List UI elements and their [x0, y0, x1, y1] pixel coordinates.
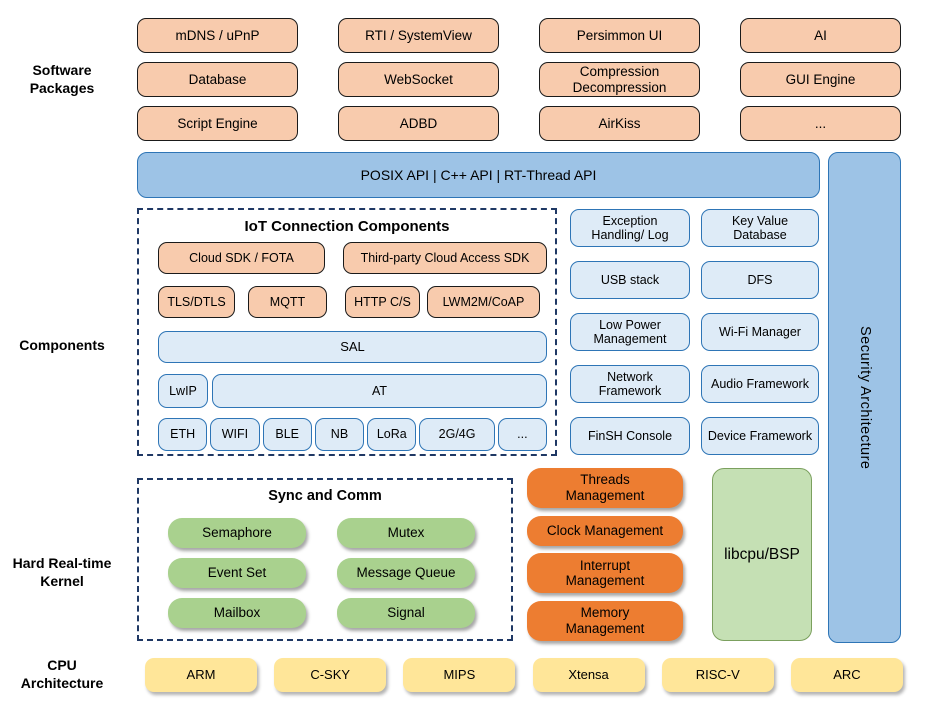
box-semaphore: Semaphore [168, 518, 306, 548]
label-cpu-architecture: CPU Architecture [20, 657, 104, 691]
box-lwip: LwIP [158, 374, 208, 408]
box-eth: ETH [158, 418, 208, 451]
box-airkiss: AirKiss [539, 106, 700, 141]
box-nb: NB [314, 418, 365, 451]
box-at: AT [212, 374, 547, 408]
box-third-party-cloud-sdk: Third-party Cloud Access SDK [343, 242, 547, 274]
sync-and-comm-box: Sync and Comm Semaphore Mutex Event Set … [137, 478, 513, 641]
box-persimmon-ui: Persimmon UI [539, 18, 700, 53]
box-interrupt-management: Interrupt Management [527, 553, 683, 594]
box-database: Database [137, 62, 298, 97]
box-threads-management: Threads Management [527, 468, 683, 508]
box-network-framework: Network Framework [570, 365, 690, 403]
box-ai: AI [740, 18, 901, 53]
label-software-packages: Software Packages [29, 62, 95, 96]
box-risc-v: RISC-V [661, 658, 774, 692]
box-event-set: Event Set [168, 558, 306, 588]
box-compression-decompression: Compression Decompression [539, 62, 700, 97]
box-signal: Signal [337, 598, 475, 628]
iot-row-at: LwIP AT [158, 374, 547, 408]
box-low-power-management: Low Power Management [570, 313, 690, 351]
box-mailbox: Mailbox [168, 598, 306, 628]
security-architecture-label: Security Architecture [856, 325, 873, 470]
box-adbd: ADBD [338, 106, 499, 141]
kernel-management-stack: Threads Management Clock Management Inte… [527, 468, 683, 641]
label-components: Components [19, 337, 105, 353]
iot-row-links: ETH WIFI BLE NB LoRa 2G/4G ... [158, 418, 547, 451]
box-exception-handling-log: Exception Handling/ Log [570, 209, 690, 247]
box-usb-stack: USB stack [570, 261, 690, 299]
box-device-framework: Device Framework [701, 417, 819, 455]
box-ble: BLE [262, 418, 312, 451]
box-arm: ARM [145, 658, 257, 692]
box-c-sky: C-SKY [274, 658, 387, 692]
box-wifi-manager: Wi-Fi Manager [701, 313, 819, 351]
box-lora: LoRa [367, 418, 417, 451]
box-more-packages: ... [740, 106, 901, 141]
box-sal: SAL [158, 331, 547, 363]
box-clock-management: Clock Management [527, 515, 683, 546]
box-mdns-upnp: mDNS / uPnP [137, 18, 298, 53]
cpu-architecture-row: ARM C-SKY MIPS Xtensa RISC-V ARC [145, 658, 903, 692]
box-cloud-sdk-fota: Cloud SDK / FOTA [158, 242, 325, 274]
sync-and-comm-title: Sync and Comm [268, 488, 382, 504]
label-hard-realtime-kernel: Hard Real-time Kernel [12, 555, 112, 589]
iot-row-cloud: Cloud SDK / FOTA Third-party Cloud Acces… [158, 242, 555, 274]
box-lwm2m-coap: LWM2M/CoAP [427, 286, 540, 318]
iot-connection-components-title: IoT Connection Components [244, 218, 450, 235]
box-finsh-console: FinSH Console [570, 417, 690, 455]
box-rti-systemview: RTI / SystemView [338, 18, 499, 53]
box-mutex: Mutex [337, 518, 475, 548]
box-more-links: ... [497, 418, 547, 451]
box-libcpu-bsp: libcpu/BSP [712, 468, 812, 641]
iot-row-protocols: TLS/DTLS MQTT HTTP C/S LWM2M/CoAP [158, 286, 555, 318]
posix-api-bar: POSIX API | C++ API | RT-Thread API [137, 152, 820, 198]
security-architecture-bar: Security Architecture [828, 152, 901, 643]
box-websocket: WebSocket [338, 62, 499, 97]
box-message-queue: Message Queue [337, 558, 475, 588]
box-mqtt: MQTT [248, 286, 327, 318]
box-memory-management: Memory Management [527, 600, 683, 641]
box-2g4g: 2G/4G [419, 418, 495, 451]
box-gui-engine: GUI Engine [740, 62, 901, 97]
box-arc: ARC [790, 658, 903, 692]
box-tls-dtls: TLS/DTLS [158, 286, 235, 318]
iot-connection-components-box: IoT Connection Components Cloud SDK / FO… [137, 208, 557, 456]
box-key-value-database: Key Value Database [701, 209, 819, 247]
box-audio-framework: Audio Framework [701, 365, 819, 403]
box-wifi: WIFI [210, 418, 260, 451]
box-http-cs: HTTP C/S [345, 286, 420, 318]
box-script-engine: Script Engine [137, 106, 298, 141]
components-grid: Exception Handling/ Log Key Value Databa… [570, 209, 819, 455]
sync-and-comm-grid: Semaphore Mutex Event Set Message Queue … [168, 518, 511, 628]
box-xtensa: Xtensa [532, 658, 645, 692]
box-dfs: DFS [701, 261, 819, 299]
box-mips: MIPS [403, 658, 516, 692]
software-packages-grid: mDNS / uPnP RTI / SystemView Persimmon U… [137, 18, 901, 141]
